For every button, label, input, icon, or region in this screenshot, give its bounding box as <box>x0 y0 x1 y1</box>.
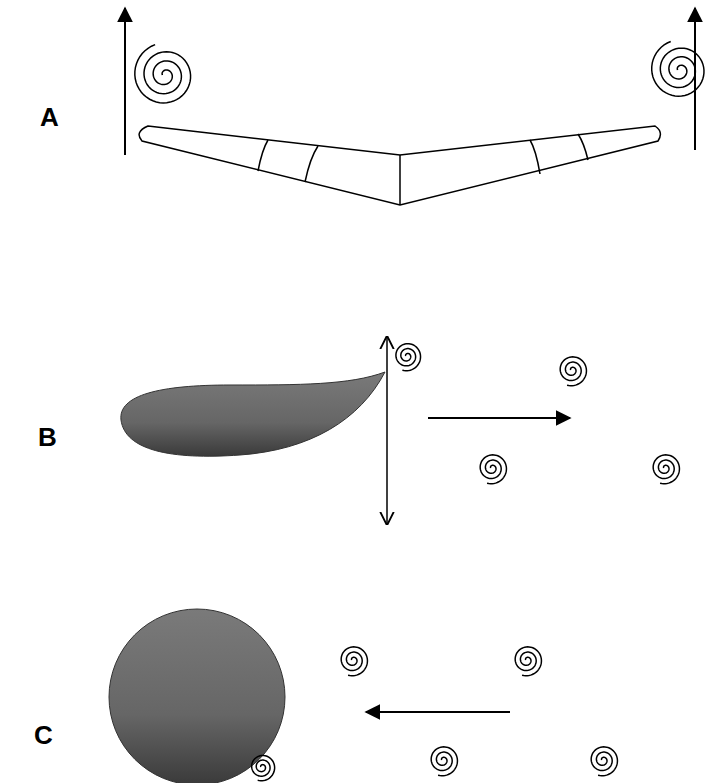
wake-arrow <box>428 417 570 419</box>
vortex-spirals <box>135 41 704 780</box>
vortex-spiral <box>252 756 275 781</box>
lift-arrow <box>124 8 126 155</box>
oscillation-arrow <box>386 430 388 524</box>
vortex-spiral <box>560 357 586 386</box>
vortex-spiral <box>396 344 421 371</box>
vortex-spiral <box>515 647 541 676</box>
vortex-spiral <box>653 455 679 484</box>
wing <box>139 126 660 205</box>
fish-body <box>121 372 385 456</box>
panel-letter: B <box>38 424 57 450</box>
oscillation-arrow <box>386 337 388 430</box>
vortex-spiral <box>652 41 704 96</box>
panel-letter: C <box>34 722 53 748</box>
lift-arrow <box>694 8 696 150</box>
vortex-spiral <box>341 647 367 676</box>
panel-letter: A <box>40 104 59 130</box>
cylinder <box>109 609 285 783</box>
vortex-spiral <box>480 455 506 484</box>
vortex-spiral <box>135 45 191 103</box>
flow-arrow <box>366 711 510 713</box>
vortex-spiral <box>431 747 457 776</box>
vortex-spiral <box>591 747 617 776</box>
